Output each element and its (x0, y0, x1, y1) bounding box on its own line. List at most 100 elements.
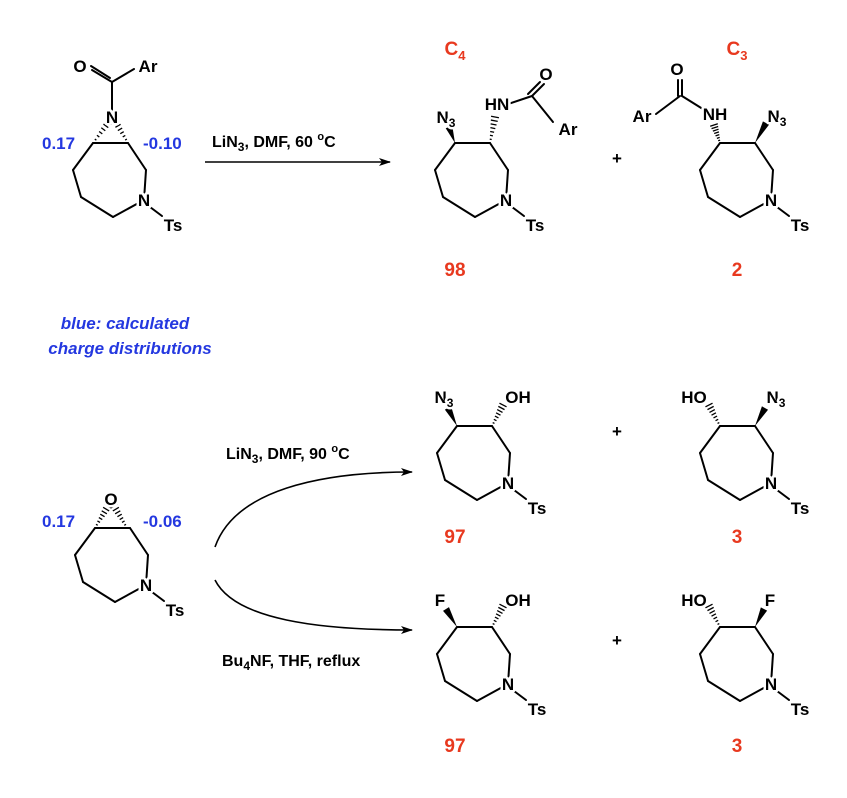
n-ts-bond (776, 690, 790, 701)
ring-bond (72, 169, 82, 198)
product-c4: C4 N3 HN O Ar 98 (434, 39, 580, 281)
ring-nitrogen: N (138, 191, 150, 210)
atom-label: F (435, 591, 445, 610)
atom-label: N (106, 108, 118, 127)
atom-label: Ar (633, 107, 652, 126)
hashed-bond (492, 402, 507, 425)
yield-label: 2 (732, 260, 743, 281)
ring-bond (699, 169, 709, 198)
ring-bond (444, 479, 478, 501)
tosyl-label: Ts (528, 499, 547, 518)
ring-nitrogen: N (765, 675, 777, 694)
yield-label: 97 (444, 527, 465, 548)
atom-label: HN (485, 95, 510, 114)
ring-bond (507, 653, 511, 685)
hashed-bond (110, 503, 127, 526)
wedge-bond (755, 121, 770, 143)
yield-label: 98 (444, 260, 465, 281)
ring-bond (770, 653, 774, 685)
ring-bond (699, 452, 709, 481)
tosyl-label: Ts (526, 216, 545, 235)
bond (655, 95, 681, 115)
bond (531, 95, 554, 123)
bond-layer (72, 65, 790, 702)
tosyl-label: Ts (791, 216, 810, 235)
atom-label: N3 (767, 388, 786, 410)
ring-nitrogen: N (502, 474, 514, 493)
hashed-bond (95, 503, 112, 526)
starting-epoxide: O 0.17 -0.06 (42, 488, 182, 532)
yield-label: 3 (732, 527, 743, 548)
bond (507, 95, 533, 105)
starting-aziridine: O Ar N 0.17 -0.10 (42, 55, 182, 154)
atom-label: OH (505, 591, 531, 610)
tosyl-label: Ts (528, 700, 547, 719)
regio-label: C3 (727, 39, 748, 63)
hashed-bond (94, 116, 115, 141)
ring-bond (434, 142, 456, 171)
tosyl-label: Ts (791, 499, 810, 518)
ring-bond (707, 680, 741, 702)
atom-label: N3 (768, 107, 787, 129)
ring-bond (434, 169, 444, 198)
wedge-bond (445, 125, 455, 143)
ring-bond (72, 142, 94, 171)
ring-bond (770, 452, 774, 484)
legend-line: blue: calculated (61, 314, 190, 333)
hashed-bond (492, 603, 507, 626)
charge-label: 0.17 (42, 512, 75, 531)
ring-bond (489, 142, 509, 171)
atom-label: N3 (435, 388, 454, 410)
hashed-bond (709, 123, 721, 142)
n-ts-bond (149, 206, 163, 217)
wedge-bond (444, 406, 457, 426)
ring-bond (476, 482, 509, 501)
n-ts-bond (776, 206, 790, 217)
ring-bond (436, 425, 458, 454)
wedge-bond (755, 406, 769, 426)
reaction-arrow-fluoride (214, 579, 413, 634)
ring-bond (436, 452, 446, 481)
plus-sign: + (612, 631, 622, 650)
ring-bond (491, 425, 511, 454)
hashed-bond (705, 402, 720, 425)
ring-bond (739, 199, 772, 218)
yield-label: 97 (444, 736, 465, 757)
ring-bond (505, 169, 509, 201)
azide-minor-product: HO N3 3 (679, 386, 789, 549)
ring-bond (442, 196, 476, 218)
charge-label: -0.10 (143, 134, 182, 153)
n-ts-bond (511, 206, 525, 217)
plus-sign: + (612, 149, 622, 168)
atom-label: O (539, 65, 552, 84)
reagent-text: LiN3, DMF, 60 oC (212, 131, 336, 154)
ring-bond (143, 169, 147, 201)
ring-bond (739, 482, 772, 501)
n-ts-bond (151, 591, 165, 602)
ring-bond (699, 142, 721, 171)
ring-bond (739, 683, 772, 702)
ring-bond (699, 425, 721, 454)
fluoro-major-product: F OH 97 (432, 589, 533, 758)
regio-label: C4 (445, 39, 467, 63)
bond (111, 68, 135, 83)
n-ts-bond (513, 489, 527, 500)
atom-label: OH (505, 388, 531, 407)
atom-label: HO (681, 388, 707, 407)
ring-bond (74, 554, 84, 583)
fluoro-minor-product: HO F 3 (679, 589, 778, 758)
legend-line: charge distributions (48, 339, 211, 358)
hashed-bond (110, 116, 128, 141)
atom-label: F (765, 591, 775, 610)
atom-label: NH (703, 105, 728, 124)
ring-bond (129, 527, 149, 556)
charge-label: -0.06 (143, 512, 182, 531)
bond (681, 95, 707, 112)
ring-bond (474, 199, 507, 218)
ring-bond (444, 680, 478, 702)
n-ts-bond (513, 690, 527, 701)
ring-bond (707, 479, 741, 501)
ring-bond (74, 527, 96, 556)
ring-bond (112, 199, 145, 218)
